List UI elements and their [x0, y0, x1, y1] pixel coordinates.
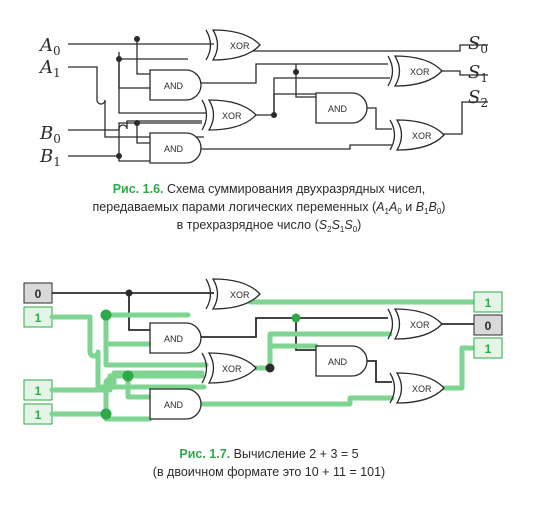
svg-text:AND: AND	[164, 334, 184, 344]
input-a1-label: A1	[38, 57, 61, 80]
circuit-1: A0 A1 B0 B1	[38, 29, 488, 169]
and-gate-3-active: AND	[315, 345, 368, 377]
and-gate-1: AND	[149, 69, 202, 101]
output-s1-label: S1	[468, 62, 488, 85]
caption-1-line-3: в трехразрядное число (S2S1S0)	[177, 218, 362, 234]
and-gate-3: AND	[315, 92, 368, 124]
input-bit-b1: 1	[23, 403, 53, 425]
svg-text:1: 1	[485, 296, 492, 310]
caption-2: Рис. 1.7. Вычисление 2 + 3 = 5 (в двоичн…	[153, 447, 385, 479]
svg-text:0: 0	[35, 287, 42, 301]
caption-1-line-1: Рис. 1.6. Схема суммирования двухразрядн…	[113, 182, 426, 196]
circuit-2: 0 1 1 1	[23, 278, 503, 425]
wires-2	[49, 292, 477, 422]
input-a0-label: A0	[38, 35, 61, 58]
xor-gate-2: XOR	[201, 99, 257, 131]
svg-text:1: 1	[35, 311, 42, 325]
xor-gate-2-active: XOR	[201, 352, 257, 384]
svg-text:0: 0	[485, 319, 492, 333]
xor-gate-1-active: XOR	[205, 278, 261, 310]
svg-text:XOR: XOR	[412, 384, 432, 394]
input-bit-b0: 1	[23, 379, 53, 401]
output-s2-label: S2	[468, 87, 488, 110]
input-bit-a1: 1	[23, 306, 53, 328]
and-gate-2-active: AND	[149, 388, 202, 420]
svg-text:1: 1	[35, 384, 42, 398]
svg-text:XOR: XOR	[230, 41, 250, 51]
and-gate-2: AND	[149, 132, 202, 164]
svg-text:AND: AND	[164, 144, 184, 154]
svg-text:1: 1	[485, 342, 492, 356]
svg-text:1: 1	[35, 408, 42, 422]
svg-text:XOR: XOR	[410, 67, 430, 77]
svg-text:AND: AND	[328, 104, 348, 114]
input-b1-label: B1	[39, 146, 61, 169]
xor-gate-3: XOR	[387, 55, 443, 87]
xor-gate-4-active: XOR	[389, 372, 445, 404]
svg-text:AND: AND	[164, 81, 184, 91]
input-b0-label: B0	[39, 123, 61, 146]
svg-text:AND: AND	[328, 357, 348, 367]
svg-text:XOR: XOR	[410, 320, 430, 330]
xor-gate-3-active: XOR	[387, 308, 443, 340]
and-gate-1-active: AND	[149, 322, 202, 354]
svg-text:XOR: XOR	[222, 111, 242, 121]
svg-text:XOR: XOR	[222, 364, 242, 374]
svg-text:XOR: XOR	[412, 131, 432, 141]
wires-1	[68, 39, 488, 162]
svg-text:XOR: XOR	[230, 290, 250, 300]
input-bit-a0: 0	[23, 282, 53, 304]
output-s0-label: S0	[468, 33, 488, 56]
caption-2-line-1: Рис. 1.7. Вычисление 2 + 3 = 5	[179, 447, 358, 461]
output-bit-s1: 0	[473, 314, 503, 336]
caption-2-line-2: (в двоичном формате это 10 + 11 = 101)	[153, 465, 385, 479]
output-bit-s0: 1	[473, 291, 503, 313]
xor-gate-4: XOR	[389, 119, 445, 151]
xor-gate-1: XOR	[205, 29, 261, 61]
caption-1-line-2: передаваемых парами логических переменны…	[93, 200, 446, 216]
output-bit-s2: 1	[473, 337, 503, 359]
svg-text:AND: AND	[164, 400, 184, 410]
caption-1: Рис. 1.6. Схема суммирования двухразрядн…	[93, 182, 446, 234]
